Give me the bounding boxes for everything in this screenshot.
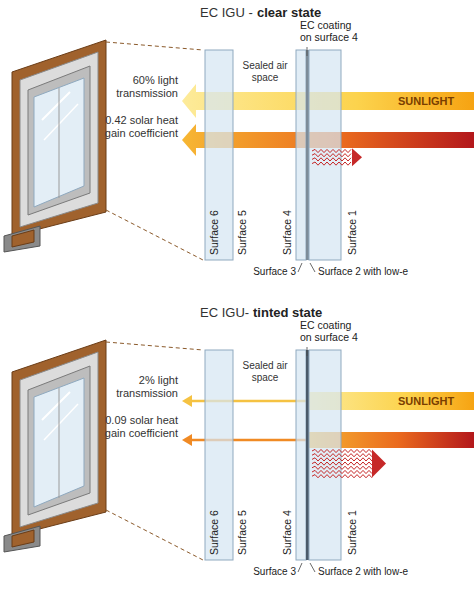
window-frame bbox=[12, 40, 106, 236]
frame-section bbox=[12, 530, 34, 547]
leader-line bbox=[310, 563, 315, 572]
zoom-line bbox=[106, 210, 203, 260]
glass-divider bbox=[59, 388, 60, 498]
zoom-line bbox=[106, 510, 203, 560]
frame-section bbox=[12, 230, 34, 247]
window-sash bbox=[20, 52, 98, 227]
glass-pane bbox=[309, 50, 341, 260]
callout-label: EC coating on surface 4 bbox=[300, 319, 362, 344]
reflection-wave bbox=[312, 462, 372, 465]
window-sash-inner bbox=[28, 66, 90, 215]
leader-line bbox=[307, 47, 308, 56]
zoom-line bbox=[106, 42, 203, 50]
glass-highlight bbox=[44, 104, 78, 140]
reflection-wave bbox=[312, 458, 372, 461]
value-label: 60% light transmission bbox=[98, 74, 178, 100]
glass-highlight bbox=[42, 392, 70, 420]
zoom-line bbox=[106, 342, 203, 350]
callout-label: Sealed air space bbox=[238, 360, 292, 384]
value-label: 0.09 solar heat gain coefficient bbox=[94, 414, 178, 440]
arrow-label: SUNLIGHT bbox=[398, 395, 470, 408]
reflection-wave bbox=[312, 475, 372, 478]
heading: EC IGU- bbox=[200, 305, 249, 320]
glass-pane bbox=[309, 350, 341, 560]
reflection-wave bbox=[312, 149, 351, 152]
callout-label: EC coating on surface 4 bbox=[300, 19, 362, 44]
window-glass bbox=[34, 78, 84, 207]
window-frame bbox=[12, 340, 106, 536]
arrow-head bbox=[182, 434, 192, 446]
value-label: 2% light transmission bbox=[98, 374, 178, 400]
heading: clear state bbox=[257, 5, 321, 20]
surface-label: Surface 6 bbox=[208, 210, 220, 255]
reflection-wave bbox=[312, 466, 372, 469]
surface-label: Surface 1 bbox=[346, 510, 358, 555]
reflection-head bbox=[372, 450, 386, 478]
glass-pane bbox=[205, 50, 233, 260]
reflection-wave bbox=[312, 154, 351, 157]
surface-label: Surface 4 bbox=[281, 510, 293, 555]
heading: tinted state bbox=[253, 305, 322, 320]
value-label: 0.42 solar heat gain coefficient bbox=[94, 114, 178, 140]
glass-highlight bbox=[44, 404, 78, 440]
leader-line bbox=[310, 263, 315, 272]
surface-label: Surface 1 bbox=[346, 210, 358, 255]
surface-label: Surface 3 bbox=[240, 266, 296, 278]
window-sash bbox=[20, 352, 98, 527]
glass-divider bbox=[59, 88, 60, 198]
reflection-wave bbox=[312, 162, 351, 165]
surface-label: Surface 5 bbox=[236, 210, 248, 255]
surface-label: Surface 5 bbox=[236, 510, 248, 555]
glass-highlight bbox=[42, 92, 70, 120]
surface-label: Surface 3 bbox=[240, 566, 296, 578]
reflection-head bbox=[352, 148, 362, 166]
surface-label: Surface 6 bbox=[208, 510, 220, 555]
callout-label: Sealed air space bbox=[238, 60, 292, 84]
surface-label: Surface 2 with low-e bbox=[318, 566, 448, 578]
surface-label: Surface 4 bbox=[281, 210, 293, 255]
leader-line bbox=[307, 347, 308, 356]
reflection-wave bbox=[312, 158, 351, 161]
heading: EC IGU - bbox=[200, 5, 253, 20]
reflection-wave bbox=[312, 454, 372, 457]
reflection-wave bbox=[312, 449, 372, 452]
surface-label: Surface 2 with low-e bbox=[318, 266, 448, 278]
panel-group bbox=[4, 340, 474, 572]
reflection-wave bbox=[312, 470, 372, 473]
frame-section bbox=[4, 226, 40, 252]
glass-pane bbox=[296, 50, 306, 260]
glass-pane bbox=[205, 350, 233, 560]
leader-line bbox=[298, 563, 302, 572]
leader-line bbox=[298, 263, 302, 272]
window-sash-inner bbox=[28, 366, 90, 515]
arrow-head bbox=[182, 395, 192, 407]
window-glass bbox=[34, 378, 84, 507]
arrow-label: SUNLIGHT bbox=[398, 95, 470, 108]
frame-section bbox=[4, 526, 40, 552]
glass-pane bbox=[296, 350, 306, 560]
panel-group bbox=[4, 40, 474, 272]
